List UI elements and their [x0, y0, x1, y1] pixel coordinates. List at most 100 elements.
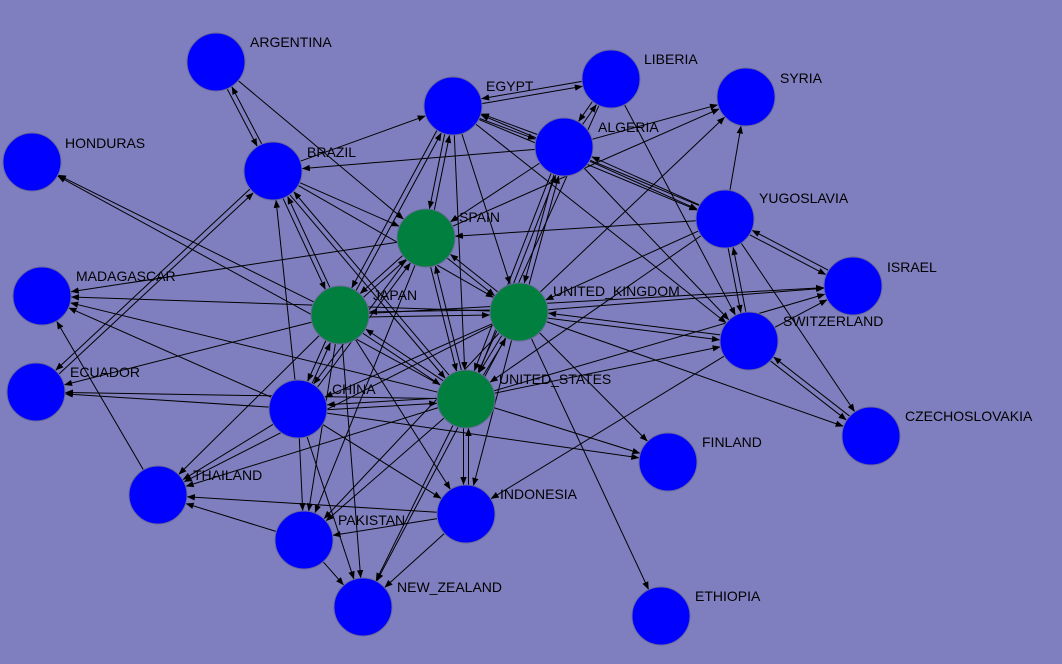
node-label: ISRAEL	[887, 259, 937, 275]
node-circle[interactable]	[12, 266, 72, 326]
edge-yugoslavia-to-syria	[729, 125, 743, 191]
node-label: MADAGASCAR	[76, 268, 176, 284]
node-label: ARGENTINA	[250, 34, 332, 50]
edge-united_kingdom-to-indonesia	[472, 339, 513, 487]
edge-yugoslavia-to-algeria	[591, 156, 700, 206]
edge-china-to-new_zealand	[306, 436, 355, 580]
node-circle[interactable]	[631, 586, 691, 646]
node-circle[interactable]	[243, 141, 303, 201]
node-liberia[interactable]: LIBERIA	[581, 49, 698, 109]
node-circle[interactable]	[268, 379, 328, 439]
node-syria[interactable]: SYRIA	[716, 67, 823, 127]
edge-united_states-to-ecuador	[64, 389, 438, 399]
node-circle[interactable]	[823, 256, 883, 316]
node-label: ETHIOPIA	[695, 588, 761, 604]
node-label: SPAIN	[459, 209, 500, 225]
edge-japan-to-united_states	[362, 332, 441, 386]
node-circle[interactable]	[716, 67, 776, 127]
edge-brazil-to-argentina	[231, 86, 263, 145]
node-circle[interactable]	[274, 510, 334, 570]
node-ecuador[interactable]: ECUADOR	[6, 362, 140, 422]
node-label: THAILAND	[193, 467, 262, 483]
edge-ecuador-to-brazil	[58, 192, 254, 375]
node-ethiopia[interactable]: ETHIOPIA	[631, 586, 761, 646]
node-yugoslavia[interactable]: YUGOSLAVIA	[695, 189, 849, 249]
edge-pakistan-to-thailand	[185, 502, 277, 532]
node-egypt[interactable]: EGYPT	[423, 76, 534, 136]
edge-brazil-to-united_kingdom	[297, 184, 495, 299]
node-algeria[interactable]: ALGERIA	[534, 117, 659, 177]
node-new-zealand[interactable]: NEW_ZEALAND	[333, 577, 502, 637]
edge-switzerland-to-indonesia	[490, 355, 725, 500]
node-circle[interactable]	[638, 432, 698, 492]
edge-algeria-to-spain	[449, 162, 541, 223]
edge-egypt-to-japan	[351, 130, 438, 289]
node-circle[interactable]	[436, 369, 496, 429]
node-circle[interactable]	[436, 484, 496, 544]
node-china[interactable]: CHINA	[268, 379, 376, 439]
edge-united_kingdom-to-spain	[449, 253, 499, 293]
edge-switzerland-to-yugoslavia	[731, 246, 747, 313]
node-thailand[interactable]: THAILAND	[128, 465, 262, 525]
edge-yugoslavia-to-israel	[749, 234, 827, 276]
node-spain[interactable]: SPAIN	[396, 208, 500, 268]
edge-japan-to-united_kingdom	[368, 311, 491, 319]
node-honduras[interactable]: HONDURAS	[2, 132, 145, 192]
edge-argentina-to-brazil	[226, 88, 258, 147]
node-label: ALGERIA	[598, 119, 659, 135]
edge-japan-to-new_zealand	[341, 343, 364, 579]
edge-spain-to-japan	[359, 255, 404, 295]
edge-japan-to-egypt	[355, 132, 442, 291]
edge-united_states-to-honduras	[57, 175, 441, 386]
node-label: JAPAN	[373, 287, 417, 303]
edge-algeria-to-brazil	[301, 148, 536, 172]
node-switzerland[interactable]: SWITZERLAND	[719, 311, 883, 371]
node-circle[interactable]	[128, 465, 188, 525]
edge-switzerland-to-israel	[774, 299, 828, 328]
node-circle[interactable]	[310, 285, 370, 345]
edge-spain-to-united_kingdom	[446, 257, 496, 297]
edge-yugoslavia-to-united_kingdom	[545, 230, 699, 301]
edge-united_states-to-finland	[493, 407, 641, 455]
node-label: SWITZERLAND	[783, 313, 883, 329]
node-label: ECUADOR	[70, 364, 140, 380]
edge-yugoslavia-to-czechoslovakia	[740, 242, 856, 413]
node-madagascar[interactable]: MADAGASCAR	[12, 266, 176, 326]
node-circle[interactable]	[534, 117, 594, 177]
node-circle[interactable]	[2, 132, 62, 192]
node-layer: ARGENTINA HONDURAS BRAZIL EGYPT LIBERIA SYRIA…	[2, 32, 1033, 646]
node-circle[interactable]	[581, 49, 641, 109]
node-circle[interactable]	[333, 577, 393, 637]
node-circle[interactable]	[719, 311, 779, 371]
node-circle[interactable]	[695, 189, 755, 249]
node-indonesia[interactable]: INDONESIA	[436, 484, 578, 544]
edge-yugoslavia-to-switzerland	[727, 247, 743, 314]
node-pakistan[interactable]: PAKISTAN	[274, 510, 405, 570]
edge-united_kingdom-to-madagascar	[70, 294, 491, 312]
node-united-states[interactable]: UNITED_STATES	[436, 369, 611, 429]
edge-united_kingdom-to-syria	[539, 116, 726, 293]
node-brazil[interactable]: BRAZIL	[243, 141, 356, 201]
node-circle[interactable]	[489, 282, 549, 342]
edge-egypt-to-spain	[427, 133, 446, 210]
node-circle[interactable]	[423, 76, 483, 136]
node-circle[interactable]	[841, 406, 901, 466]
edge-united_kingdom-to-israel	[547, 285, 825, 311]
node-argentina[interactable]: ARGENTINA	[186, 32, 332, 92]
node-circle[interactable]	[396, 208, 456, 268]
edge-china-to-united_states	[327, 400, 438, 411]
node-circle[interactable]	[186, 32, 246, 92]
node-label: CZECHOSLOVAKIA	[905, 408, 1033, 424]
node-label: BRAZIL	[307, 144, 356, 160]
node-label: FINLAND	[702, 434, 762, 450]
node-czechoslovakia[interactable]: CZECHOSLOVAKIA	[841, 406, 1033, 466]
edge-algeria-to-yugoslavia	[589, 160, 698, 210]
node-label: EGYPT	[486, 78, 534, 94]
node-japan[interactable]: JAPAN	[310, 285, 417, 345]
node-united-kingdom[interactable]: UNITED_KINGDOM	[489, 282, 680, 342]
edge-china-to-indonesia	[322, 423, 442, 500]
node-finland[interactable]: FINLAND	[638, 432, 762, 492]
edge-algeria-to-syria	[591, 103, 719, 140]
node-israel[interactable]: ISRAEL	[823, 256, 937, 316]
node-circle[interactable]	[6, 362, 66, 422]
